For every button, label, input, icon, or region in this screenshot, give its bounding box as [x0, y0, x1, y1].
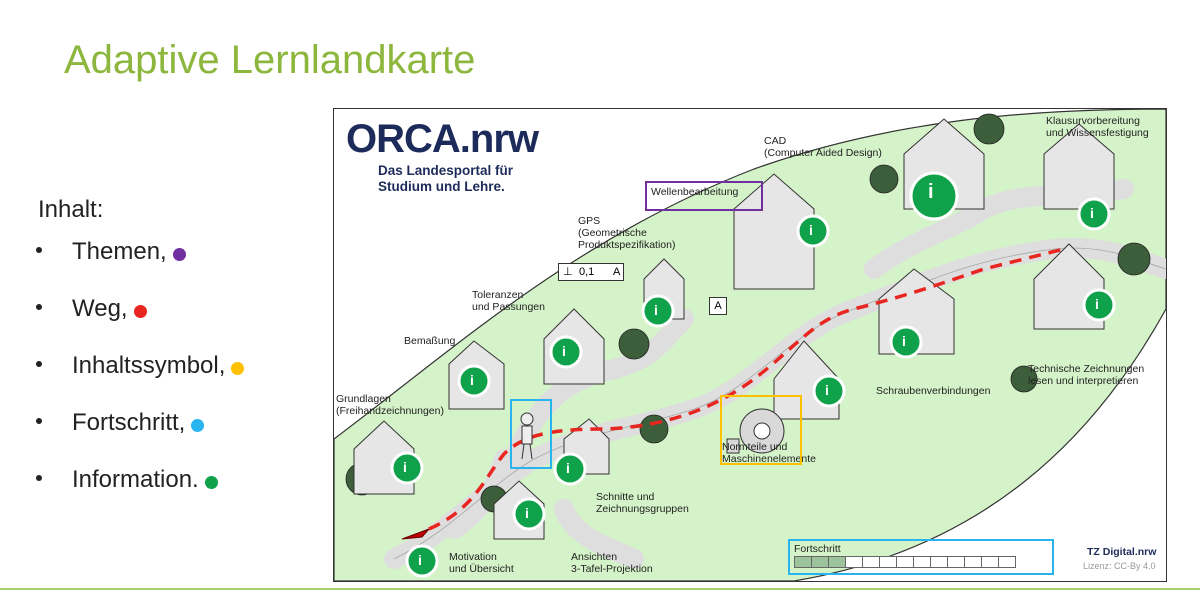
progress-cell [862, 556, 880, 568]
info-icon[interactable]: i [470, 372, 474, 388]
legend-dot-red [133, 305, 147, 318]
progress-cell [998, 556, 1016, 568]
bullet-item-inhaltssymbol: Inhaltssymbol, [36, 352, 245, 409]
bullet-item-fortschritt: Fortschritt, [36, 409, 244, 466]
topic-klausur[interactable]: Klausurvorbereitung und Wissensfestigung [1046, 115, 1149, 139]
info-icon[interactable]: i [562, 343, 566, 359]
bullet-list: Themen, Weg, Inhaltssymbol, Fortschritt,… [36, 238, 245, 523]
info-icon[interactable]: i [403, 459, 407, 475]
legend-dot-green [204, 476, 218, 489]
slide-title: Adaptive Lernlandkarte [64, 38, 476, 82]
learning-map: i i i i i i i i i i i i i ORCA.nrw Das L… [333, 108, 1167, 582]
map-illustration [334, 109, 1166, 581]
info-icon[interactable]: i [1095, 296, 1099, 312]
trees [345, 113, 1151, 513]
info-icons [390, 171, 1116, 578]
topic-motivation[interactable]: Motivation und Übersicht [449, 551, 514, 575]
tolerance-value: 0,1 [579, 266, 595, 278]
bullet-dot [36, 418, 42, 424]
route-dashed [428, 247, 1065, 531]
topic-normteile[interactable]: Normteile und Maschinenelemente [722, 441, 816, 465]
gear-symbol [726, 408, 785, 454]
info-icon[interactable]: i [654, 302, 658, 318]
legend-dot-yellow [231, 362, 245, 375]
info-icon[interactable]: i [525, 505, 529, 521]
person-figure [520, 412, 534, 460]
topic-ansichten[interactable]: Ansichten 3-Tafel-Projektion [571, 551, 653, 575]
orca-logo: ORCA.nrw [346, 117, 539, 161]
progress-cell [845, 556, 863, 568]
license: Lizenz: CC-By 4.0 [1083, 561, 1156, 571]
datum-label: A [714, 300, 722, 312]
gps-tolerance-frame: ⊥ 0,1 A [558, 263, 624, 281]
info-icon[interactable]: i [902, 333, 906, 349]
perpendicularity-icon: ⊥ [563, 266, 573, 278]
credit: TZ Digital.nrw [1087, 546, 1157, 558]
topic-highlight-box [645, 181, 763, 211]
bullet-dot [36, 304, 42, 310]
map-path-edges [393, 247, 1166, 560]
progress-cell [981, 556, 999, 568]
content-symbol-box [720, 395, 802, 465]
topic-grundlagen[interactable]: Grundlagen (Freihandzeichnungen) [336, 393, 444, 417]
bullet-item-weg: Weg, [36, 295, 244, 352]
progress-cell [913, 556, 931, 568]
bullet-dot [36, 475, 42, 481]
bullet-item-information: Information. [36, 466, 244, 523]
bullet-label: Themen, [72, 238, 167, 265]
info-icon[interactable]: i [418, 552, 422, 568]
orca-tagline: Das Landesportal für Studium und Lehre. [378, 163, 514, 194]
progress-cell [794, 556, 812, 568]
topic-gps[interactable]: GPS (Geometrische Produktspezifikation) [578, 215, 676, 251]
progress-box [788, 539, 1054, 575]
progress-cell [930, 556, 948, 568]
info-icon[interactable]: i [1090, 205, 1094, 221]
bullet-label: Fortschritt, [72, 409, 186, 436]
legend-dot-purple [172, 248, 186, 261]
progress-cell [947, 556, 965, 568]
progress-cell [896, 556, 914, 568]
info-icon[interactable]: i [928, 181, 934, 203]
progress-label: Fortschritt [794, 543, 841, 555]
progress-cell [828, 556, 846, 568]
bullet-dot [36, 247, 42, 253]
progress-cell [964, 556, 982, 568]
bullet-label: Weg, [72, 295, 128, 322]
progress-bar [794, 556, 1016, 568]
topic-schrauben[interactable]: Schraubenverbindungen [876, 385, 991, 397]
route-arrow [401, 528, 430, 540]
datum-ref-left: A [613, 266, 621, 278]
bottom-rule [0, 588, 1200, 590]
bullet-label: Inhaltssymbol, [72, 352, 226, 379]
info-icon[interactable]: i [566, 460, 570, 476]
bullet-dot [36, 361, 42, 367]
progress-cell [811, 556, 829, 568]
topic-techzeichnungen[interactable]: Technische Zeichnungen lesen und interpr… [1028, 363, 1145, 387]
bullet-item-themen: Themen, [36, 238, 244, 295]
info-icon[interactable]: i [809, 222, 813, 238]
topic-schnitte[interactable]: Schnitte und Zeichnungsgruppen [596, 491, 689, 515]
person-highlight-box [510, 399, 552, 469]
topic-wellenbearbeitung[interactable]: Wellenbearbeitung [651, 186, 739, 198]
content-heading: Inhalt: [38, 196, 104, 223]
topic-bemassung[interactable]: Bemaßung [404, 335, 456, 347]
info-icon[interactable]: i [825, 382, 829, 398]
bullet-label: Information. [72, 466, 199, 493]
topic-toleranzen[interactable]: Toleranzen und Passungen [472, 289, 545, 313]
datum-box: A [709, 297, 727, 315]
topic-cad[interactable]: CAD (Computer Aided Design) [764, 135, 882, 159]
legend-dot-blue [191, 419, 205, 432]
progress-cell [879, 556, 897, 568]
